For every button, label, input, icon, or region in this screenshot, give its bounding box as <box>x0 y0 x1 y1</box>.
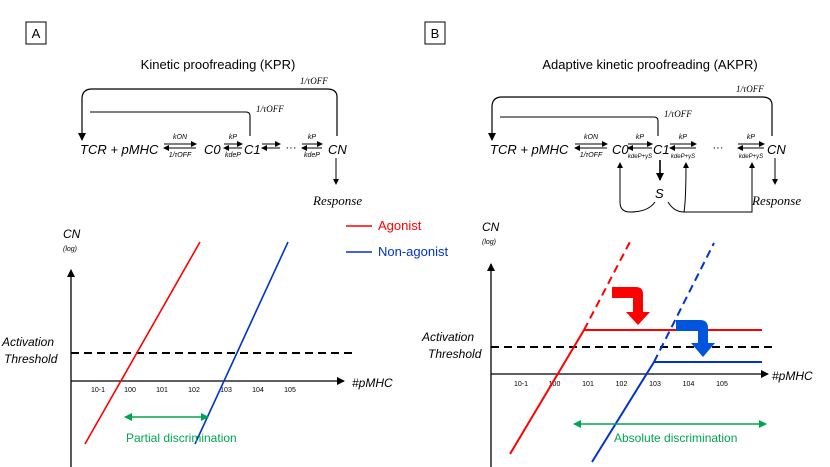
plot-b-agonist-dashed <box>583 237 633 331</box>
tick-label: 104 <box>252 387 264 394</box>
panel-b-title: Adaptive kinetic proofreading (AKPR) <box>542 57 757 72</box>
plot-a-x-label: #pMHC <box>352 376 393 390</box>
kpr-outer-off-arrow <box>78 88 338 141</box>
plot-b-blue-bent-arrow <box>676 320 715 357</box>
akpr-inner-off-rate: 1/τOFF <box>664 109 692 119</box>
tick-label: 103 <box>220 387 232 394</box>
akpr-kp-2: kP <box>679 134 688 141</box>
panel-b-label-box <box>424 21 446 45</box>
kpr-kon: kON <box>173 134 188 141</box>
akpr-cn: CN <box>767 142 786 157</box>
legend-nonagonist: Non-agonist <box>378 244 448 259</box>
plot-b-threshold-label-1: Activation <box>421 330 474 344</box>
kpr-inner-off-arrow <box>90 111 251 136</box>
akpr-koff: 1/τOFF <box>580 152 603 159</box>
plot-a-agonist-line <box>84 241 201 445</box>
akpr-kp-n: kP <box>747 134 756 141</box>
kpr-dots: ··· <box>286 142 297 154</box>
legend: Agonist Non-agonist <box>346 218 448 259</box>
plot-a-discrimination-label: Partial discrimination <box>126 431 237 445</box>
akpr-s-feedback-1 <box>617 162 656 213</box>
panel-a-label-box <box>25 21 47 45</box>
kpr-koff: 1/τOFF <box>169 152 192 159</box>
kpr-inner-off-rate: 1/τOFF <box>256 104 284 114</box>
akpr-inner-off-arrow <box>500 116 659 136</box>
kpr-c0: C0 <box>204 142 221 157</box>
panel-b: B Adaptive kinetic proofreading (AKPR) 1… <box>421 21 813 467</box>
tick-label: 101 <box>156 387 168 394</box>
tick-label: 10-1 <box>514 381 528 388</box>
plot-b-agonist-rise <box>509 329 585 455</box>
tick-label: 101 <box>582 381 594 388</box>
kpr-kdep-1: kdeP <box>225 152 241 159</box>
plot-a-tick-labels: 10-1 100 101 102 103 104 105 <box>91 387 296 394</box>
kpr-kp-n: kP <box>308 134 317 141</box>
plot-b-nonagonist-rise <box>591 361 655 463</box>
tick-label: 104 <box>683 381 695 388</box>
plot-a-y-sub: (log) <box>63 246 77 253</box>
kpr-cn: CN <box>328 142 347 157</box>
panel-a: A Kinetic proofreading (KPR) 1/τOFF 1/τO… <box>1 21 393 467</box>
kpr-outer-off-rate: 1/τOFF <box>300 76 328 86</box>
panel-b-label: B <box>431 26 440 41</box>
akpr-s-feedback-2 <box>667 162 689 213</box>
plot-b-discrimination-label: Absolute discrimination <box>614 431 737 445</box>
akpr-c0: C0 <box>612 142 629 157</box>
plot-b-y-label: CN <box>482 220 500 234</box>
tick-label: 10-1 <box>91 387 105 394</box>
plot-a-threshold-label-1: Activation <box>1 335 54 349</box>
akpr-response: Response <box>751 193 801 208</box>
plot-b-tick-labels: 10-1 100 101 102 103 104 105 <box>514 381 728 388</box>
tick-label: 100 <box>549 381 561 388</box>
plot-a-threshold-label-2: Threshold <box>4 352 58 366</box>
akpr-kdep-1: kdeP+γS <box>628 154 652 160</box>
kpr-tcr-pmhc: TCR + pMHC <box>80 142 159 157</box>
plot-b-y-sub: (log) <box>482 239 496 246</box>
kpr-response: Response <box>312 193 362 208</box>
kpr-kdep-n: kdeP <box>304 152 320 159</box>
akpr-kon: kON <box>584 134 599 141</box>
akpr-s: S <box>655 186 664 201</box>
akpr-c1: C1 <box>653 142 670 157</box>
tick-label: 100 <box>124 387 136 394</box>
akpr-kdep-n: kdeP+γS <box>739 154 763 160</box>
akpr-dots: ··· <box>713 142 724 154</box>
akpr-outer-off-rate: 1/τOFF <box>736 84 764 94</box>
panel-a-title: Kinetic proofreading (KPR) <box>141 57 296 72</box>
akpr-kdep-2: kdeP+γS <box>671 154 695 160</box>
tick-label: 105 <box>284 387 296 394</box>
plot-b-threshold-label-2: Threshold <box>428 347 482 361</box>
plot-a-y-label: CN <box>63 227 81 241</box>
akpr-tcr-pmhc: TCR + pMHC <box>490 142 569 157</box>
kpr-kp-1: kP <box>229 134 238 141</box>
plot-b-red-bent-arrow <box>612 287 650 325</box>
kpr-c1: C1 <box>244 142 261 157</box>
legend-agonist: Agonist <box>378 218 422 233</box>
akpr-kp-1: kP <box>636 134 645 141</box>
akpr-s-feedback-n <box>684 162 755 213</box>
plot-b-nonagonist-dashed <box>653 242 715 363</box>
panel-a-label: A <box>32 26 41 41</box>
tick-label: 103 <box>649 381 661 388</box>
tick-label: 102 <box>616 381 628 388</box>
plot-a-nonagonist-line <box>194 241 289 445</box>
tick-label: 102 <box>188 387 200 394</box>
plot-b-x-label: #pMHC <box>772 369 813 383</box>
tick-label: 105 <box>716 381 728 388</box>
akpr-outer-off-arrow <box>488 96 773 141</box>
